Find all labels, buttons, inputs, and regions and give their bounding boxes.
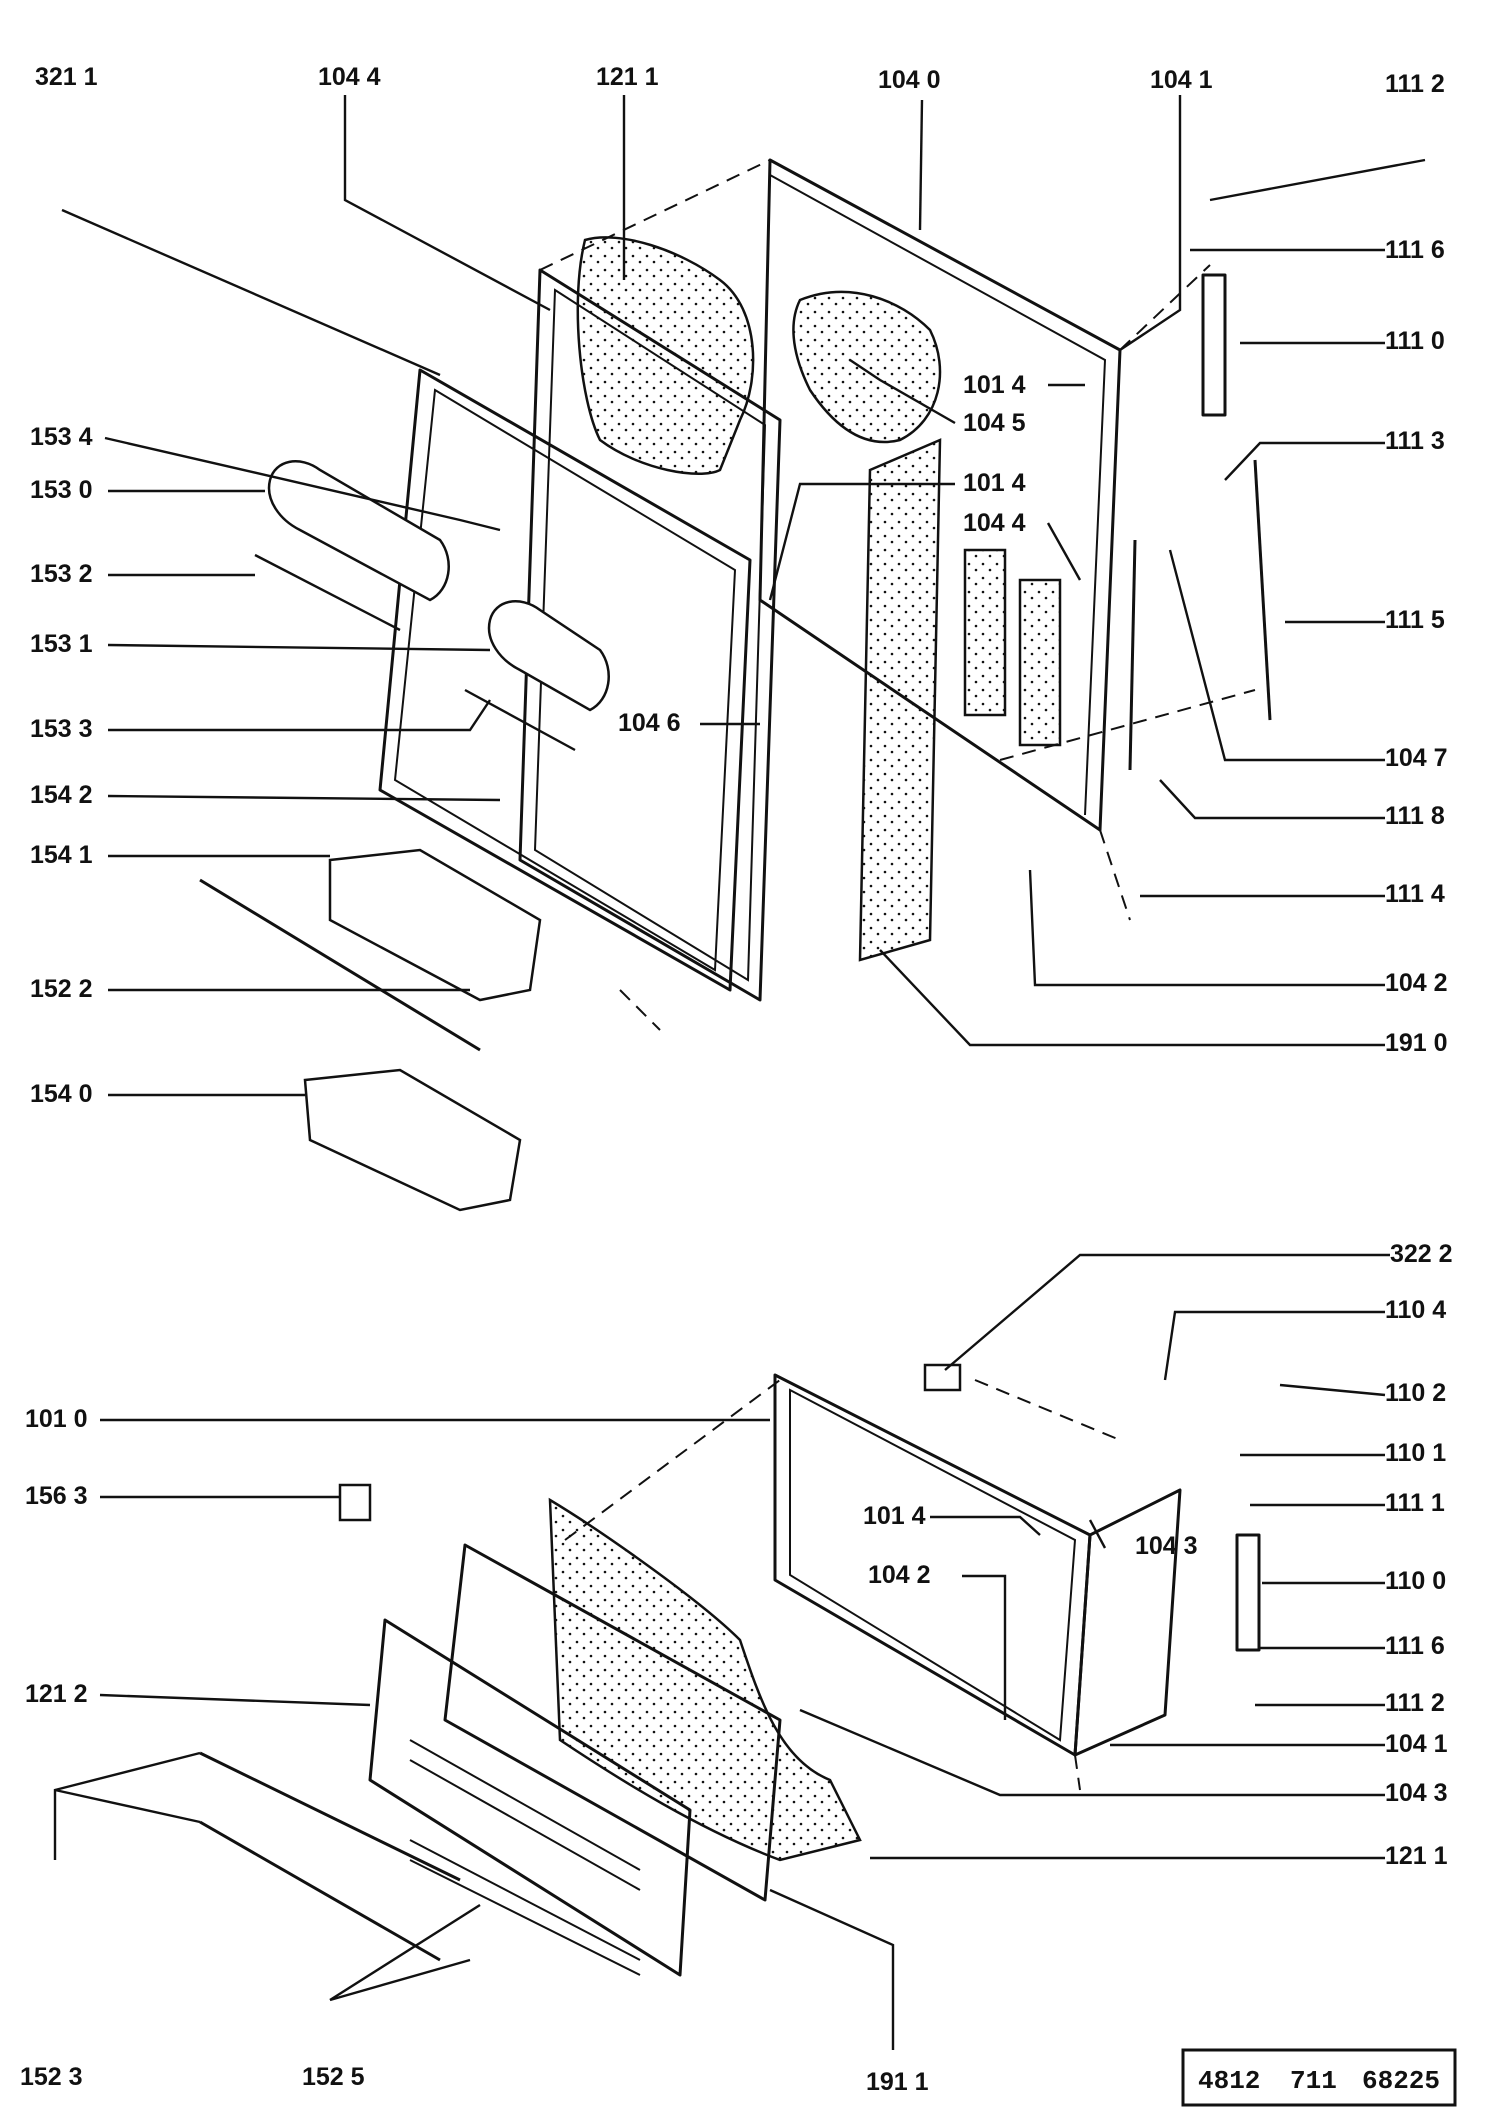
hinge-rail-111-5 (1253, 459, 1272, 721)
assembly-line-1 (539, 159, 771, 271)
label-191-0: 191 0 (1385, 1029, 1448, 1057)
label-111-3: 111 3 (1385, 427, 1445, 455)
label-111-6-top: 111 6 (1385, 236, 1445, 264)
label-322-2: 322 2 (1390, 1240, 1453, 1268)
label-111-1: 111 1 (1385, 1489, 1445, 1517)
label-110-4: 110 4 (1385, 1296, 1446, 1324)
assembly-line-5 (619, 989, 661, 1031)
top-door-assembly (199, 158, 1272, 1212)
label-152-3: 152 3 (20, 2063, 83, 2091)
assembly-line-6 (564, 1379, 781, 1541)
freezer-outer-panel-rim (789, 1388, 1077, 1742)
assembly-line-2 (1099, 829, 1131, 921)
inner-door-liner (378, 368, 752, 992)
badge-322-2 (923, 1363, 962, 1392)
code-part-1: 4812 (1198, 2066, 1260, 2096)
label-111-8: 111 8 (1385, 802, 1445, 830)
shelf-rail-153-2 (254, 553, 401, 632)
label-121-1-top: 121 1 (596, 63, 659, 91)
label-111-6-bottom: 111 6 (1385, 1632, 1445, 1660)
insulation-pad-top (576, 236, 755, 475)
label-104-1-bottom: 104 1 (1385, 1730, 1448, 1758)
label-321-1: 321 1 (35, 63, 98, 91)
label-153-2: 153 2 (30, 560, 93, 588)
label-101-4-c: 101 4 (863, 1502, 926, 1530)
outer-door-panel-rim (769, 174, 1107, 816)
label-104-4-mid: 104 4 (963, 509, 1026, 537)
freezer-inner-liner (368, 1618, 692, 1977)
label-104-3-mid: 104 3 (1135, 1532, 1198, 1560)
door-bin-154-0 (303, 1068, 522, 1212)
bottle-rail-152-2 (199, 878, 481, 1052)
hinge-pin-sleeve-110-0 (1235, 1533, 1261, 1652)
label-191-1: 191 1 (866, 2068, 929, 2096)
label-152-2: 152 2 (30, 975, 93, 1003)
label-154-0: 154 0 (30, 1080, 93, 1108)
label-121-2: 121 2 (25, 1680, 88, 1708)
hinge-rail-111-8 (1128, 539, 1137, 771)
clip-156-3 (338, 1483, 372, 1522)
label-153-4: 153 4 (30, 423, 93, 451)
label-111-2-bottom: 111 2 (1385, 1689, 1445, 1717)
bottom-door-assembly (199, 1363, 1261, 1977)
label-104-2-bottom: 104 2 (868, 1561, 931, 1589)
hinge-pin-sleeve-111-0 (1201, 273, 1227, 417)
label-154-1: 154 1 (30, 841, 93, 869)
shelf-cover-153-0 (267, 460, 450, 602)
leader-lines (53, 95, 1426, 2050)
label-156-3: 156 3 (25, 1482, 88, 1510)
label-111-4: 111 4 (1385, 880, 1445, 908)
label-111-2-top: 111 2 (1385, 70, 1445, 98)
label-101-4-b: 101 4 (963, 469, 1026, 497)
part-labels: 321 1 104 4 121 1 104 0 104 1 111 2 111 … (20, 63, 1453, 2096)
shelf-cover-153-1 (487, 600, 610, 712)
code-part-2: 711 (1290, 2066, 1337, 2096)
shelf-rail-153-3 (464, 688, 576, 752)
label-104-1-top: 104 1 (1150, 66, 1213, 94)
label-104-3-bottom: 104 3 (1385, 1779, 1448, 1807)
freezer-outer-panel (773, 1373, 1092, 1757)
label-104-0: 104 0 (878, 66, 941, 94)
label-110-2: 110 2 (1385, 1379, 1446, 1407)
label-111-5: 111 5 (1385, 606, 1445, 634)
foam-strip-191-0 (858, 438, 942, 962)
door-bin-154-1 (328, 848, 542, 1002)
label-104-7: 104 7 (1385, 744, 1448, 772)
assembly-line-8 (1074, 1754, 1081, 1791)
label-154-2: 154 2 (30, 781, 93, 809)
door-cutaway-insulation (792, 290, 942, 444)
label-110-1: 110 1 (1385, 1439, 1446, 1467)
label-101-0: 101 0 (25, 1405, 88, 1433)
assembly-line-7 (974, 1379, 1121, 1441)
label-153-3: 153 3 (30, 715, 93, 743)
foam-block-a (963, 548, 1007, 717)
label-110-0: 110 0 (1385, 1567, 1446, 1595)
code-part-3: 68225 (1362, 2066, 1440, 2096)
label-121-1-bottom: 121 1 (1385, 1842, 1448, 1870)
foam-block-b (1018, 578, 1062, 747)
freezer-panel-side (1073, 1488, 1182, 1757)
assembly-line-3 (1119, 264, 1211, 351)
label-104-6: 104 6 (618, 709, 681, 737)
label-111-0: 111 0 (1385, 327, 1445, 355)
label-104-2-top: 104 2 (1385, 969, 1448, 997)
label-104-4-top: 104 4 (318, 63, 381, 91)
liner-ribs (409, 1739, 641, 1976)
assembly-line-4 (999, 689, 1256, 761)
rail-152-3-b (199, 1820, 441, 1962)
label-153-1: 153 1 (30, 630, 93, 658)
rail-152-3-a (199, 1751, 461, 1882)
part-number-box: 4812 711 68225 (1181, 2048, 1457, 2107)
label-152-5: 152 5 (302, 2063, 365, 2091)
label-104-5: 104 5 (963, 409, 1026, 437)
label-153-0: 153 0 (30, 476, 93, 504)
label-101-4-a: 101 4 (963, 371, 1026, 399)
